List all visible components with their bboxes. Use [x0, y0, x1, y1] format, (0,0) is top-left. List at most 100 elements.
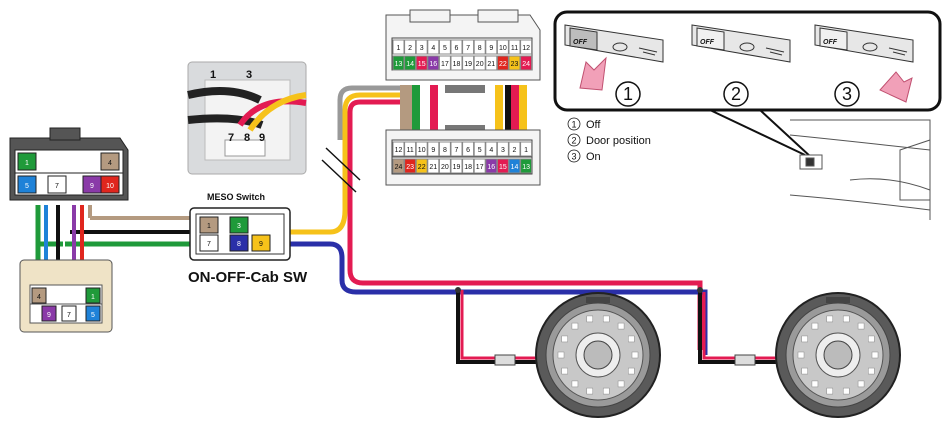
- cell-18: [462, 158, 475, 174]
- cell-label-19: 19: [464, 61, 472, 68]
- cell-1: [520, 141, 533, 157]
- cell-label-15: 15: [499, 164, 507, 171]
- cell-label-20: 20: [476, 61, 484, 68]
- cell-label-9: 9: [489, 45, 493, 52]
- cell-11: [404, 141, 417, 157]
- pin-7: [47, 175, 67, 194]
- photo-pin-label: 8: [244, 132, 250, 144]
- cell-19: [450, 158, 463, 174]
- wire-harness: [35, 85, 780, 366]
- cell-label-8: 8: [478, 45, 482, 52]
- cell-19: [462, 55, 475, 71]
- cell-12: [520, 39, 533, 55]
- cell-17: [473, 158, 486, 174]
- cell-7: [450, 141, 463, 157]
- cell-9: [427, 141, 440, 157]
- pin-1: [85, 287, 101, 304]
- cell-22: [496, 55, 509, 71]
- cell-label-13: 13: [395, 61, 403, 68]
- cell-label-5: 5: [478, 147, 482, 154]
- pin-5: [17, 175, 37, 194]
- legend-num: 2: [571, 136, 576, 146]
- cell-10: [415, 141, 428, 157]
- meso-pin-1: [199, 216, 219, 234]
- cell-label-11: 11: [511, 45, 518, 52]
- cell-16: [427, 55, 440, 71]
- pin-label-5: 5: [25, 183, 29, 190]
- cell-label-2: 2: [408, 45, 412, 52]
- cell-8: [473, 39, 486, 55]
- cell-6: [450, 39, 463, 55]
- cell-label-20: 20: [441, 164, 449, 171]
- meso-pin-label-7: 7: [207, 241, 211, 248]
- cell-20: [473, 55, 486, 71]
- pin-7: [61, 305, 77, 322]
- cell-15: [415, 55, 428, 71]
- cell-23: [508, 55, 521, 71]
- cell-11: [508, 39, 521, 55]
- cell-label-2: 2: [513, 147, 517, 154]
- cell-label-23: 23: [406, 164, 414, 171]
- cell-4: [427, 39, 440, 55]
- dashboard-sketch: [789, 119, 931, 220]
- cell-label-11: 11: [406, 147, 413, 154]
- cell-label-6: 6: [455, 45, 459, 52]
- position-number: 2: [731, 84, 741, 104]
- cell-label-4: 4: [489, 147, 493, 154]
- legend-text: Off: [586, 119, 601, 131]
- cell-label-14: 14: [406, 61, 414, 68]
- photo-pin-label: 9: [259, 132, 265, 144]
- legend-text: On: [586, 151, 601, 163]
- meso-pin-label-9: 9: [259, 241, 263, 248]
- cell-20: [438, 158, 451, 174]
- cell-label-24: 24: [395, 164, 403, 171]
- cell-21: [427, 158, 440, 174]
- cell-label-17: 17: [476, 164, 484, 171]
- pin-label-4: 4: [37, 294, 41, 301]
- cell-2: [404, 39, 417, 55]
- cell-12: [392, 141, 405, 157]
- cell-label-10: 10: [499, 45, 507, 52]
- cell-13: [520, 158, 533, 174]
- cell-24: [392, 158, 405, 174]
- cell-3: [496, 141, 509, 157]
- pin-5: [85, 305, 101, 322]
- photo-pin-label: 1: [210, 69, 216, 81]
- cell-label-22: 22: [418, 164, 426, 171]
- meso-pin-label-1: 1: [207, 223, 211, 230]
- legend-item: 1 Off: [567, 117, 601, 131]
- cell-15: [496, 158, 509, 174]
- pin-label-5: 5: [91, 312, 95, 319]
- pin-label-10: 10: [106, 183, 114, 190]
- switch-off-label: OFF: [823, 39, 838, 46]
- cell-5: [438, 39, 451, 55]
- meso-pin-9: [251, 234, 271, 252]
- cell-label-23: 23: [511, 61, 519, 68]
- switch-off-label: OFF: [700, 39, 715, 46]
- photo-pin-label: 3: [246, 69, 252, 81]
- cell-label-17: 17: [441, 61, 449, 68]
- legend-num: 1: [571, 120, 576, 130]
- dome-light-2: [775, 292, 901, 418]
- cell-label-3: 3: [420, 45, 424, 52]
- cell-label-4: 4: [431, 45, 435, 52]
- cell-14: [508, 158, 521, 174]
- cell-6: [462, 141, 475, 157]
- cell-14: [404, 55, 417, 71]
- photo-pin-label: 7: [228, 132, 234, 144]
- cell-label-14: 14: [511, 164, 519, 171]
- pin-label-4: 4: [108, 160, 112, 167]
- meso-switch-title: MESO Switch: [207, 192, 265, 202]
- meso-pin-3: [229, 216, 249, 234]
- pin-label-9: 9: [47, 312, 51, 319]
- cell-label-21: 21: [487, 61, 495, 68]
- pin-1: [17, 152, 37, 171]
- cell-4: [485, 141, 498, 157]
